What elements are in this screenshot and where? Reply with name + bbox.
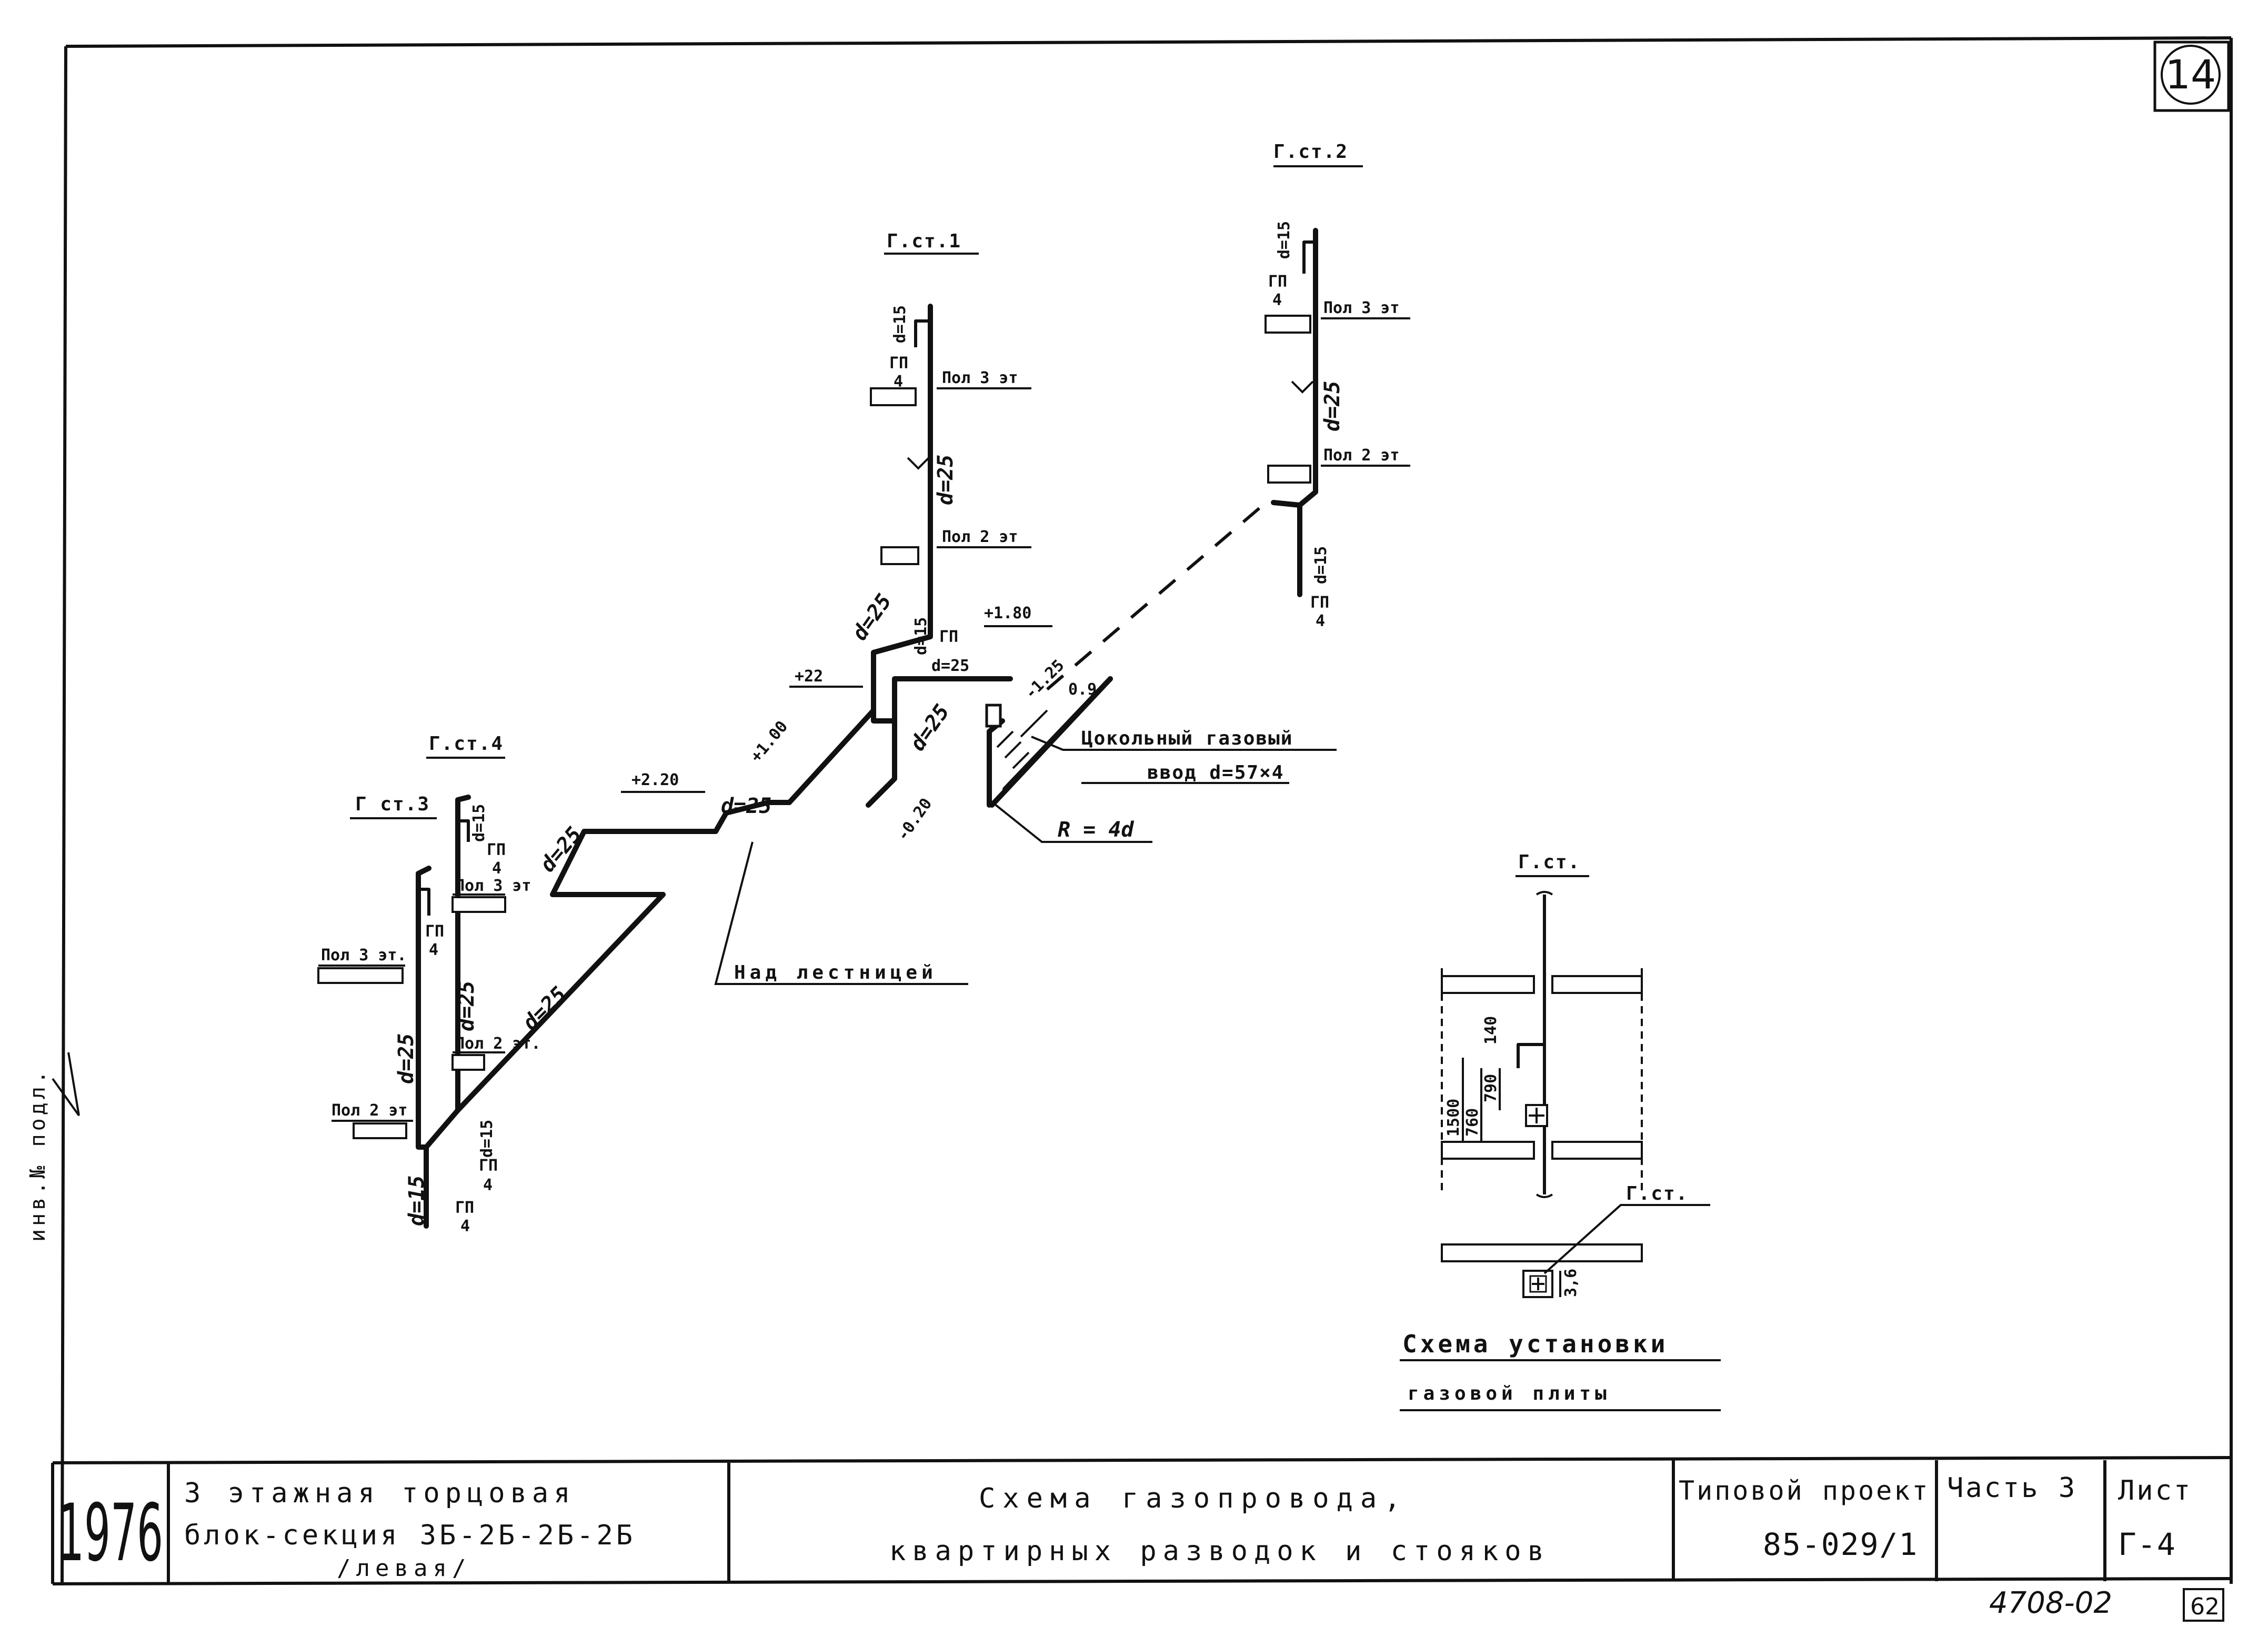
r1-gp: ГП xyxy=(889,354,908,373)
margin-stamp-text: инв.№ подл. xyxy=(26,1068,50,1242)
c-gp: ГП xyxy=(939,628,958,646)
elev-180: +1.80 xyxy=(984,604,1031,622)
r2-gp4-top: 4 xyxy=(1272,291,1282,309)
elev-100: +1.00 xyxy=(747,717,791,766)
r4-d15-bot: d=15 xyxy=(478,1120,496,1158)
r3-gp4-bot: 4 xyxy=(460,1217,470,1236)
tb-stamp-code: 4708-02 xyxy=(1989,1586,2112,1620)
r3-gp-bot: ГП xyxy=(455,1199,474,1217)
r3-floor2: Пол 2 эт xyxy=(332,1101,408,1120)
r3-d15-bot: d=15 xyxy=(405,1176,429,1226)
central-manifold: d=25 d=15 ГП d=25 d=25 d=25 d=25 d=25 +1… xyxy=(424,589,1337,1150)
elev-220: +2.20 xyxy=(631,771,679,789)
elev-22: +22 xyxy=(795,667,823,686)
inset-riser-label-2: Г.ст. xyxy=(1626,1183,1688,1204)
inset-title-2: газовой плиты xyxy=(1408,1383,1611,1404)
above-stairs-note: Над лестницей xyxy=(734,962,937,983)
sheet-number-badge: 14 xyxy=(2153,41,2230,112)
riser-2-label: Г.ст.2 xyxy=(1273,141,1348,163)
r2-gp-bot: ГП xyxy=(1310,594,1329,612)
stove-inset: Г.ст. 1500 760 790 140 3,6 Г.ст. Схема у… xyxy=(1400,851,1721,1411)
tb-year: 1976 xyxy=(58,1488,163,1579)
r1-floor2: Пол 2 эт xyxy=(942,528,1018,546)
inset-h140: 140 xyxy=(1482,1016,1500,1045)
r3-d25: d=25 xyxy=(394,1033,418,1084)
r2-d25: d=25 xyxy=(1320,381,1344,431)
riser-4-label: Г.ст.4 xyxy=(429,733,504,755)
r4-gp4-bot: 4 xyxy=(483,1176,493,1194)
tb-title-1: Схема газопровода, xyxy=(979,1483,1408,1514)
tb-sheet-code: Г-4 xyxy=(2118,1527,2176,1562)
r2-d15-bot: d=15 xyxy=(1312,546,1330,584)
c-d15: d=15 xyxy=(912,617,930,655)
tb-page: 62 xyxy=(2190,1593,2220,1620)
sheet-number: 14 xyxy=(2165,51,2216,98)
r2-floor3: Пол 3 эт xyxy=(1323,299,1400,317)
dashed-link xyxy=(1046,504,1264,691)
c-d25-c: d=25 xyxy=(906,700,955,755)
r2-gp4-bot: 4 xyxy=(1316,612,1325,630)
inlet-note-2: ввод d=57×4 xyxy=(1147,762,1284,784)
c-d25-a: d=25 xyxy=(848,589,897,645)
riser-1-label: Г.ст.1 xyxy=(887,230,961,252)
tb-project-number: 85-029/1 xyxy=(1763,1527,1918,1562)
r4-gp-bot: ГП xyxy=(479,1157,498,1175)
sheet-frame xyxy=(51,36,2233,1585)
r1-floor3: Пол 3 эт xyxy=(942,369,1018,387)
r4-gp: ГП xyxy=(487,841,506,859)
tb-part: Часть 3 xyxy=(1947,1472,2077,1504)
r2-floor2: Пол 2 эт xyxy=(1323,446,1400,465)
margin-stamp: инв.№ подл. xyxy=(26,1052,80,1242)
r4-floor2: Пол 2 эт. xyxy=(455,1035,541,1053)
r3-gp: ГП xyxy=(425,922,444,941)
c-d25-b: d=25 xyxy=(931,657,969,675)
tb-building-2: блок-секция 3Б-2Б-2Б-2Б xyxy=(184,1520,636,1551)
r1-d25: d=25 xyxy=(934,455,958,505)
c-d25-f: d=25 xyxy=(518,982,571,1035)
inset-riser-label: Г.ст. xyxy=(1518,851,1580,873)
r3-gp4: 4 xyxy=(429,941,438,959)
r2-gp-top: ГП xyxy=(1268,273,1287,291)
riser-3-label: Г ст.3 xyxy=(355,794,430,815)
inset-h790: 790 xyxy=(1482,1074,1500,1102)
inset-h1500: 1500 xyxy=(1444,1099,1463,1137)
r4-floor3: Пол 3 эт xyxy=(455,877,531,895)
tb-title-2: квартирных разводок и стояков xyxy=(889,1535,1550,1567)
riser-2: Г.ст.2 d=15 ГП 4 d=25 Пол 3 эт Пол 2 эт … xyxy=(1265,141,1410,630)
r4-gp4: 4 xyxy=(492,859,501,878)
c-d25-e: d=25 xyxy=(535,822,586,877)
tb-building-3: /левая/ xyxy=(337,1555,471,1582)
tb-sheet-label: Лист xyxy=(2118,1475,2192,1507)
r2-d15-top: d=15 xyxy=(1275,221,1293,259)
inset-h760: 760 xyxy=(1463,1108,1482,1137)
c-d25-d: d=25 xyxy=(721,794,771,818)
tb-building-1: 3 этажная торцовая xyxy=(184,1478,576,1509)
riser-3-4: Г ст.3 Г.ст.4 Пол 3 эт. Пол 2 эт Пол 3 э… xyxy=(317,733,541,1236)
r1-d15: d=15 xyxy=(891,305,909,343)
r1-gp4: 4 xyxy=(894,373,903,391)
inset-h36: 3,6 xyxy=(1562,1269,1580,1297)
title-block: 1976 3 этажная торцовая блок-секция 3Б-2… xyxy=(58,1460,2224,1622)
r4-d25: d=25 xyxy=(455,981,479,1031)
r3-floor3: Пол 3 эт. xyxy=(321,946,407,965)
inset-title-1: Схема установки xyxy=(1402,1330,1668,1358)
radius-note: R = 4d xyxy=(1058,818,1134,842)
elev-m020: -0.20 xyxy=(894,795,936,845)
r4-d15: d=15 xyxy=(470,804,488,842)
tb-project-label: Типовой проект xyxy=(1679,1475,1930,1506)
elev-09: 0.9 xyxy=(1068,680,1097,699)
inlet-note-1: Цокольный газовый xyxy=(1081,728,1293,749)
